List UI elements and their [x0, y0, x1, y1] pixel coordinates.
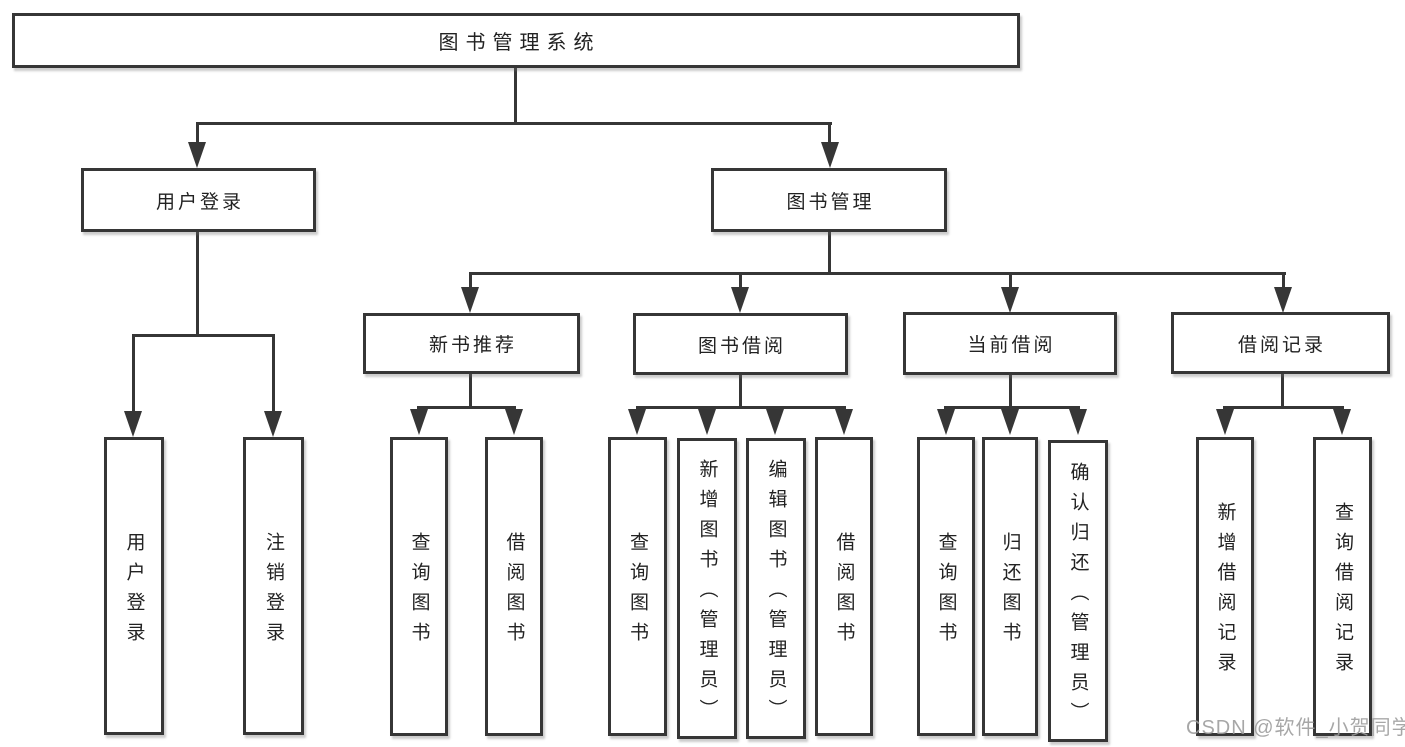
connector-current-borrow-drop — [1009, 272, 1012, 290]
arrowhead-bb-add — [698, 409, 716, 435]
connector-l2-hline — [196, 122, 832, 125]
arrowhead-bb-edit — [766, 409, 784, 435]
leaf-query-books-borrowing: 查询图书 — [608, 437, 667, 736]
leaf-confirm-return-admin-label: 确认归还（管理员） — [1067, 461, 1089, 732]
node-root-system: 图书管理系统 — [12, 13, 1020, 68]
leaf-borrow-books-recommend: 借阅图书 — [485, 437, 543, 736]
leaf-logout-label: 注销登录 — [263, 531, 284, 652]
arrowhead-leaf-logout — [264, 411, 282, 437]
connector-book-borrow-stem — [739, 375, 742, 408]
arrowhead-br-add — [1216, 409, 1234, 435]
arrowhead-nb-query — [410, 409, 428, 435]
arrowhead-br-query — [1333, 409, 1351, 435]
leaf-query-books-recommend: 查询图书 — [390, 437, 448, 736]
leaf-return-books: 归还图书 — [982, 437, 1038, 736]
connector-new-book-stem — [469, 374, 472, 408]
leaf-edit-books-admin-label: 编辑图书（管理员） — [765, 459, 787, 729]
connector-new-book-hline — [417, 406, 516, 409]
connector-borrow-record-hline — [1223, 406, 1344, 409]
arrowhead-cb-query — [937, 409, 955, 435]
leaf-query-borrow-record-label: 查询借阅记录 — [1332, 502, 1353, 682]
leaf-borrow-books-borrowing-label: 借阅图书 — [833, 532, 855, 652]
leaf-add-borrow-record: 新增借阅记录 — [1196, 437, 1254, 736]
leaf-edit-books-admin: 编辑图书（管理员） — [746, 438, 806, 739]
node-book-management: 图书管理 — [711, 168, 947, 232]
node-new-book-recommendation: 新书推荐 — [363, 313, 580, 374]
leaf-logout: 注销登录 — [243, 437, 304, 735]
leaf-query-books-current-label: 查询图书 — [935, 532, 957, 652]
arrowhead-book-mgmt — [821, 142, 839, 168]
leaf-query-borrow-record: 查询借阅记录 — [1313, 437, 1372, 736]
leaf-add-books-admin: 新增图书（管理员） — [677, 438, 737, 739]
connector-book-borrow-hline — [636, 406, 846, 409]
connector-leaf-login-drop — [132, 334, 135, 414]
leaf-add-books-admin-label: 新增图书（管理员） — [696, 459, 718, 729]
arrowhead-nb-borrow — [505, 409, 523, 435]
connector-leaf-logout-drop — [272, 334, 275, 414]
node-borrowing-records: 借阅记录 — [1171, 312, 1390, 374]
leaf-borrow-books-borrowing: 借阅图书 — [815, 437, 873, 736]
connector-l3-hline — [469, 272, 1286, 275]
leaf-query-books-current: 查询图书 — [917, 437, 975, 736]
connector-book-mgmt-stem — [828, 232, 831, 275]
connector-user-login-drop — [196, 122, 199, 146]
node-user-login-label: 用户登录 — [155, 191, 244, 213]
node-root-label: 图书管理系统 — [438, 32, 601, 54]
leaf-borrow-books-recommend-label: 借阅图书 — [503, 532, 525, 652]
arrowhead-bb-query — [628, 409, 646, 435]
leaf-user-login-label: 用户登录 — [123, 531, 145, 652]
connector-borrow-record-stem — [1281, 374, 1284, 408]
node-current-borrowing-label: 当前借阅 — [967, 335, 1056, 356]
leaf-query-books-recommend-label: 查询图书 — [408, 532, 430, 652]
arrowhead-bb-borrow — [835, 409, 853, 435]
arrowhead-new-book — [461, 287, 479, 313]
node-book-borrowing: 图书借阅 — [633, 313, 848, 375]
node-borrowing-records-label: 借阅记录 — [1237, 334, 1326, 356]
leaf-confirm-return-admin: 确认归还（管理员） — [1048, 440, 1108, 742]
leaf-query-books-borrowing-label: 查询图书 — [627, 532, 648, 652]
arrowhead-book-borrow — [731, 287, 749, 313]
connector-borrow-record-drop — [1282, 272, 1285, 290]
leaf-add-borrow-record-label: 新增借阅记录 — [1214, 502, 1236, 682]
arrowhead-leaf-login — [124, 411, 142, 437]
connector-new-book-drop — [469, 272, 472, 290]
node-current-borrowing: 当前借阅 — [903, 312, 1117, 375]
node-new-book-recommendation-label: 新书推荐 — [428, 335, 517, 356]
connector-root-stem — [514, 68, 517, 125]
connector-book-borrow-drop — [739, 272, 742, 290]
arrowhead-cb-confirm — [1069, 409, 1087, 435]
connector-book-mgmt-drop — [828, 122, 831, 146]
arrowhead-user-login — [188, 142, 206, 168]
connector-user-login-stem — [196, 232, 199, 337]
connector-current-borrow-stem — [1009, 375, 1012, 408]
leaf-user-login: 用户登录 — [104, 437, 164, 735]
watermark: CSDN @软件_小贺同学 — [1186, 717, 1405, 739]
connector-user-login-hline — [132, 334, 275, 337]
connector-current-borrow-hline — [944, 406, 1080, 409]
node-book-management-label: 图书管理 — [786, 191, 875, 213]
arrowhead-current-borrow — [1001, 287, 1019, 313]
node-book-borrowing-label: 图书借阅 — [697, 335, 786, 357]
arrowhead-cb-return — [1001, 409, 1019, 435]
arrowhead-borrow-record — [1274, 287, 1292, 313]
leaf-return-books-label: 归还图书 — [999, 532, 1021, 652]
node-user-login: 用户登录 — [81, 168, 316, 232]
